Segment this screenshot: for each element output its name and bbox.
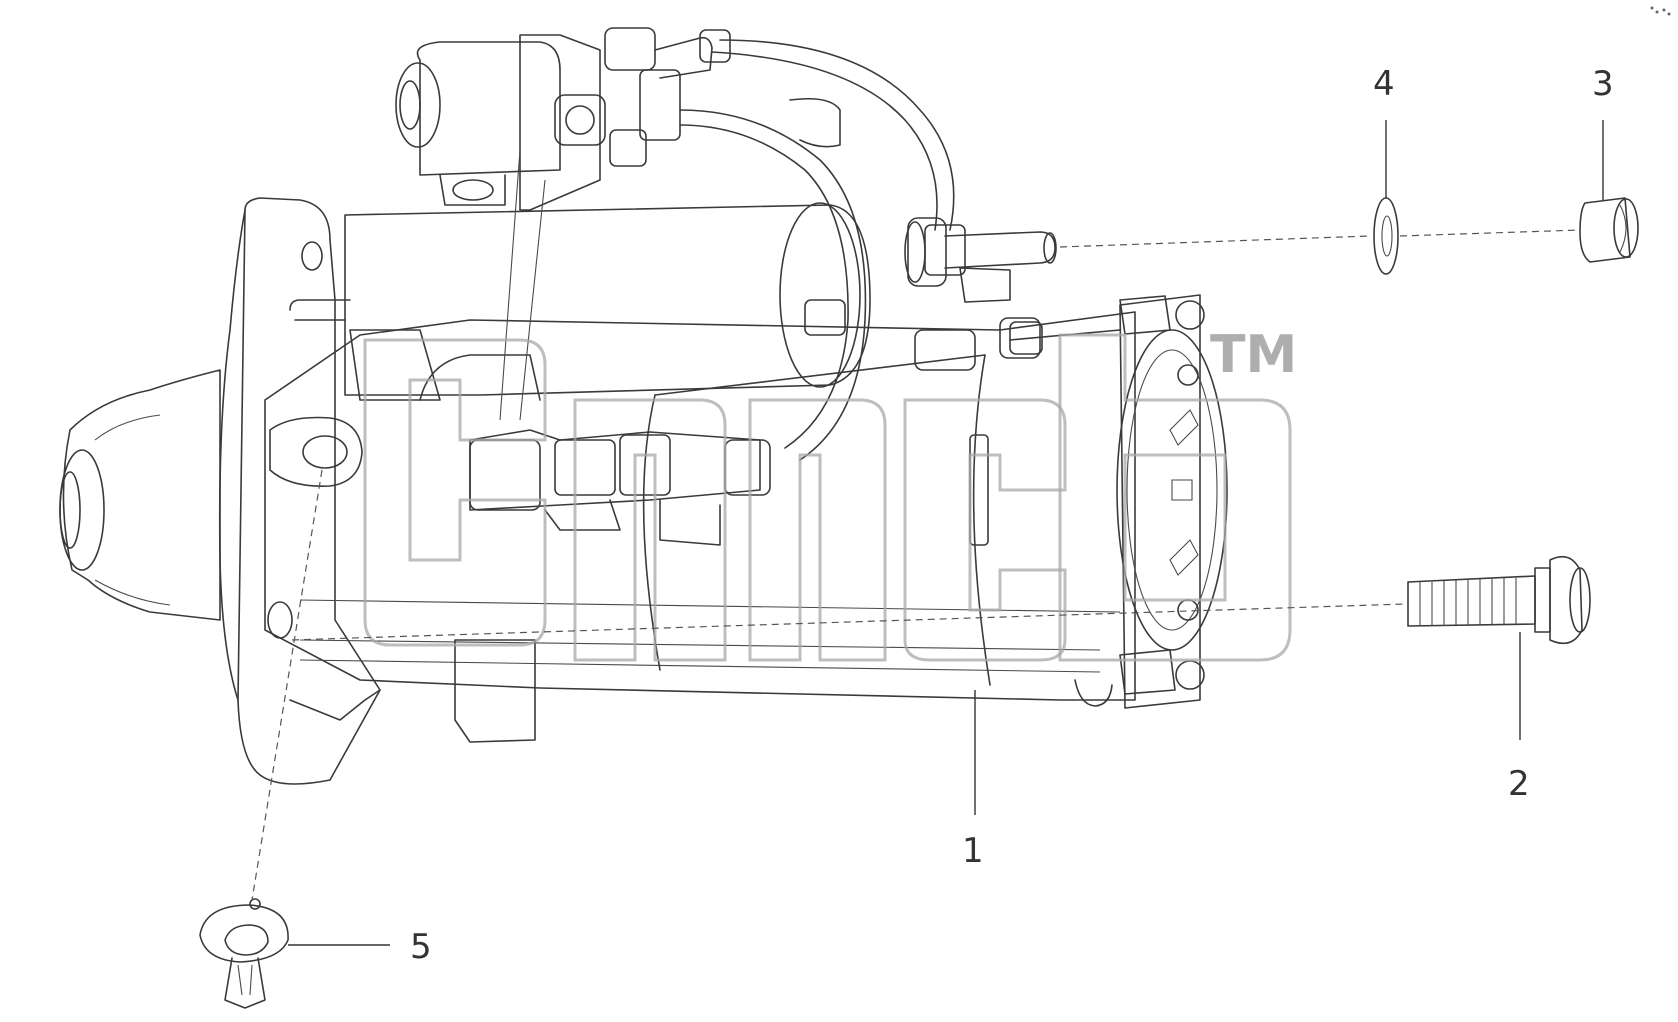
- part-5-clip: [199, 898, 289, 1009]
- assembly-lines: [251, 229, 1581, 901]
- callout-4: 4: [1373, 64, 1395, 104]
- callout-5: 5: [410, 927, 432, 967]
- part-3-nut: [1579, 197, 1639, 263]
- callout-2: 2: [1508, 764, 1530, 804]
- callout-labels: 1 2 3 4 5: [410, 64, 1614, 967]
- watermark-trademark: TM: [1210, 325, 1297, 385]
- part-2-bolt: [1407, 555, 1591, 645]
- watermark-logo: TM: [363, 325, 1297, 662]
- part-4-washer: [1373, 197, 1399, 275]
- starter-motor-drawing: [59, 27, 1228, 785]
- callout-1: 1: [962, 831, 984, 871]
- leader-lines: [288, 120, 1604, 946]
- small-dots-icon: [1650, 6, 1671, 16]
- callout-3: 3: [1592, 64, 1614, 104]
